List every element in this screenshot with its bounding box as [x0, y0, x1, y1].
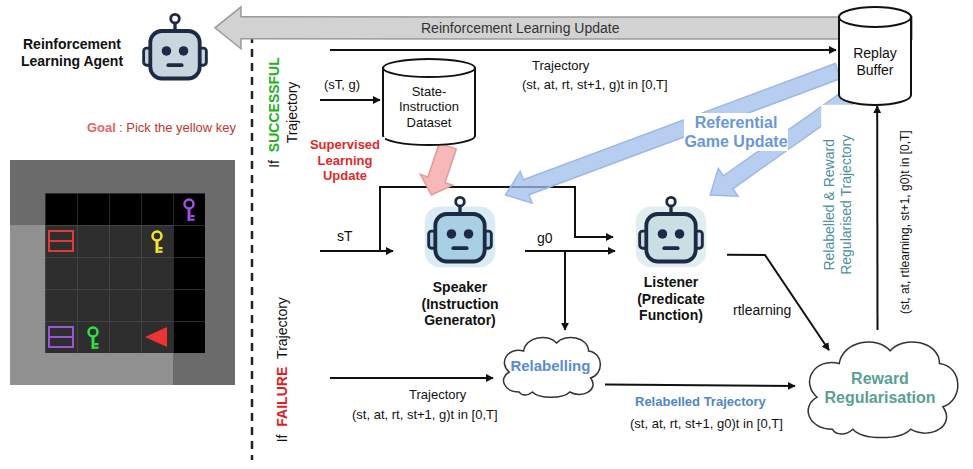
green-key [89, 328, 99, 350]
relabelling-cloud: Relabelling [495, 330, 605, 400]
annotation: (st, at, rt, st+1, g0)t in [0,T] [630, 416, 783, 432]
shape-outline [633, 195, 709, 271]
node-label: Speaker (Instruction Generator) [395, 279, 525, 329]
node-label: Listener (Predicate Function) [615, 274, 727, 324]
node-label: Relabelling [510, 357, 589, 375]
edge-label: Referential Game Update [684, 113, 788, 151]
annotation: If [274, 435, 290, 443]
annotation: Trajectory [283, 82, 299, 144]
node-label: Replay Buffer [841, 45, 909, 79]
annotation: : Pick the yellow key [119, 120, 236, 136]
replay-buffer-cylinder: Replay Buffer [838, 6, 912, 106]
annotation: Trajectory [274, 297, 290, 359]
node-label: Reinforcement Learning Agent [10, 36, 134, 70]
shape-outline [422, 195, 498, 271]
annotation: sT [337, 228, 353, 245]
vertical-caption: If FAILURE Trajectory [274, 295, 292, 445]
annotation: (st, at, rt, st+1, g)t in [0,T] [522, 77, 668, 93]
text-area: Reward Regularisation [819, 350, 941, 426]
listener-agent: Listener (Predicate Function) [615, 195, 727, 325]
purple-box [49, 327, 73, 347]
edge-label: Reinforcement Learning Update [421, 20, 619, 37]
shape-outline [137, 12, 213, 88]
vertical-caption: If SUCCESSFUL Trajectory [266, 38, 301, 188]
red-box [49, 231, 73, 251]
connector [605, 385, 795, 386]
edge-label: Relabelled & Reward Regularised Trajecto… [821, 105, 855, 305]
agent-icon-box: Reinforcement Learning Agent [10, 8, 215, 98]
text-area: Speaker (Instruction Generator) [395, 273, 525, 335]
text-area: Reinforcement Learning Agent [10, 8, 134, 98]
reward-regularisation-cloud: Reward Regularisation [795, 330, 965, 442]
edge-label: Relabelled Trajectory [635, 394, 766, 410]
connector [525, 251, 565, 330]
annotation: If [266, 160, 282, 168]
annotation: Goal [87, 120, 116, 136]
text-area: Relabelling [510, 343, 589, 391]
annotation: Trajectory [532, 58, 589, 74]
annotation: (st, at, rtlearning, st+1, g0)t in [0,T] [898, 130, 912, 314]
connector [215, 7, 912, 49]
annotation: (sT, g) [324, 77, 360, 93]
dataset-cylinder: State-Instruction Dataset [382, 58, 476, 146]
edge-label: g0 [537, 230, 553, 247]
annotation: Trajectory [409, 387, 466, 403]
node-label: State-Instruction Dataset [385, 84, 473, 131]
yellow-key [153, 232, 163, 254]
gridworld [10, 160, 235, 385]
text-area: State-Instruction Dataset [385, 76, 473, 139]
edge-label: rtlearning [733, 302, 791, 319]
edge-label: Supervised Learning Update [305, 137, 385, 184]
text-area: Listener (Predicate Function) [615, 273, 727, 325]
connector [876, 106, 878, 330]
agent-triangle [145, 327, 167, 347]
annotation: (st, at, rt, st+1, g)t in [0,T] [352, 407, 498, 423]
connector [420, 143, 456, 195]
purple-key [185, 200, 195, 222]
annotation: SUCCESSFUL [266, 57, 282, 152]
divider [251, 35, 254, 460]
connector [727, 255, 829, 350]
annotation: FAILURE [274, 367, 290, 427]
node-label: Reward Regularisation [819, 369, 941, 407]
text-area: Replay Buffer [841, 26, 909, 98]
speaker-agent: Speaker (Instruction Generator) [395, 195, 525, 335]
